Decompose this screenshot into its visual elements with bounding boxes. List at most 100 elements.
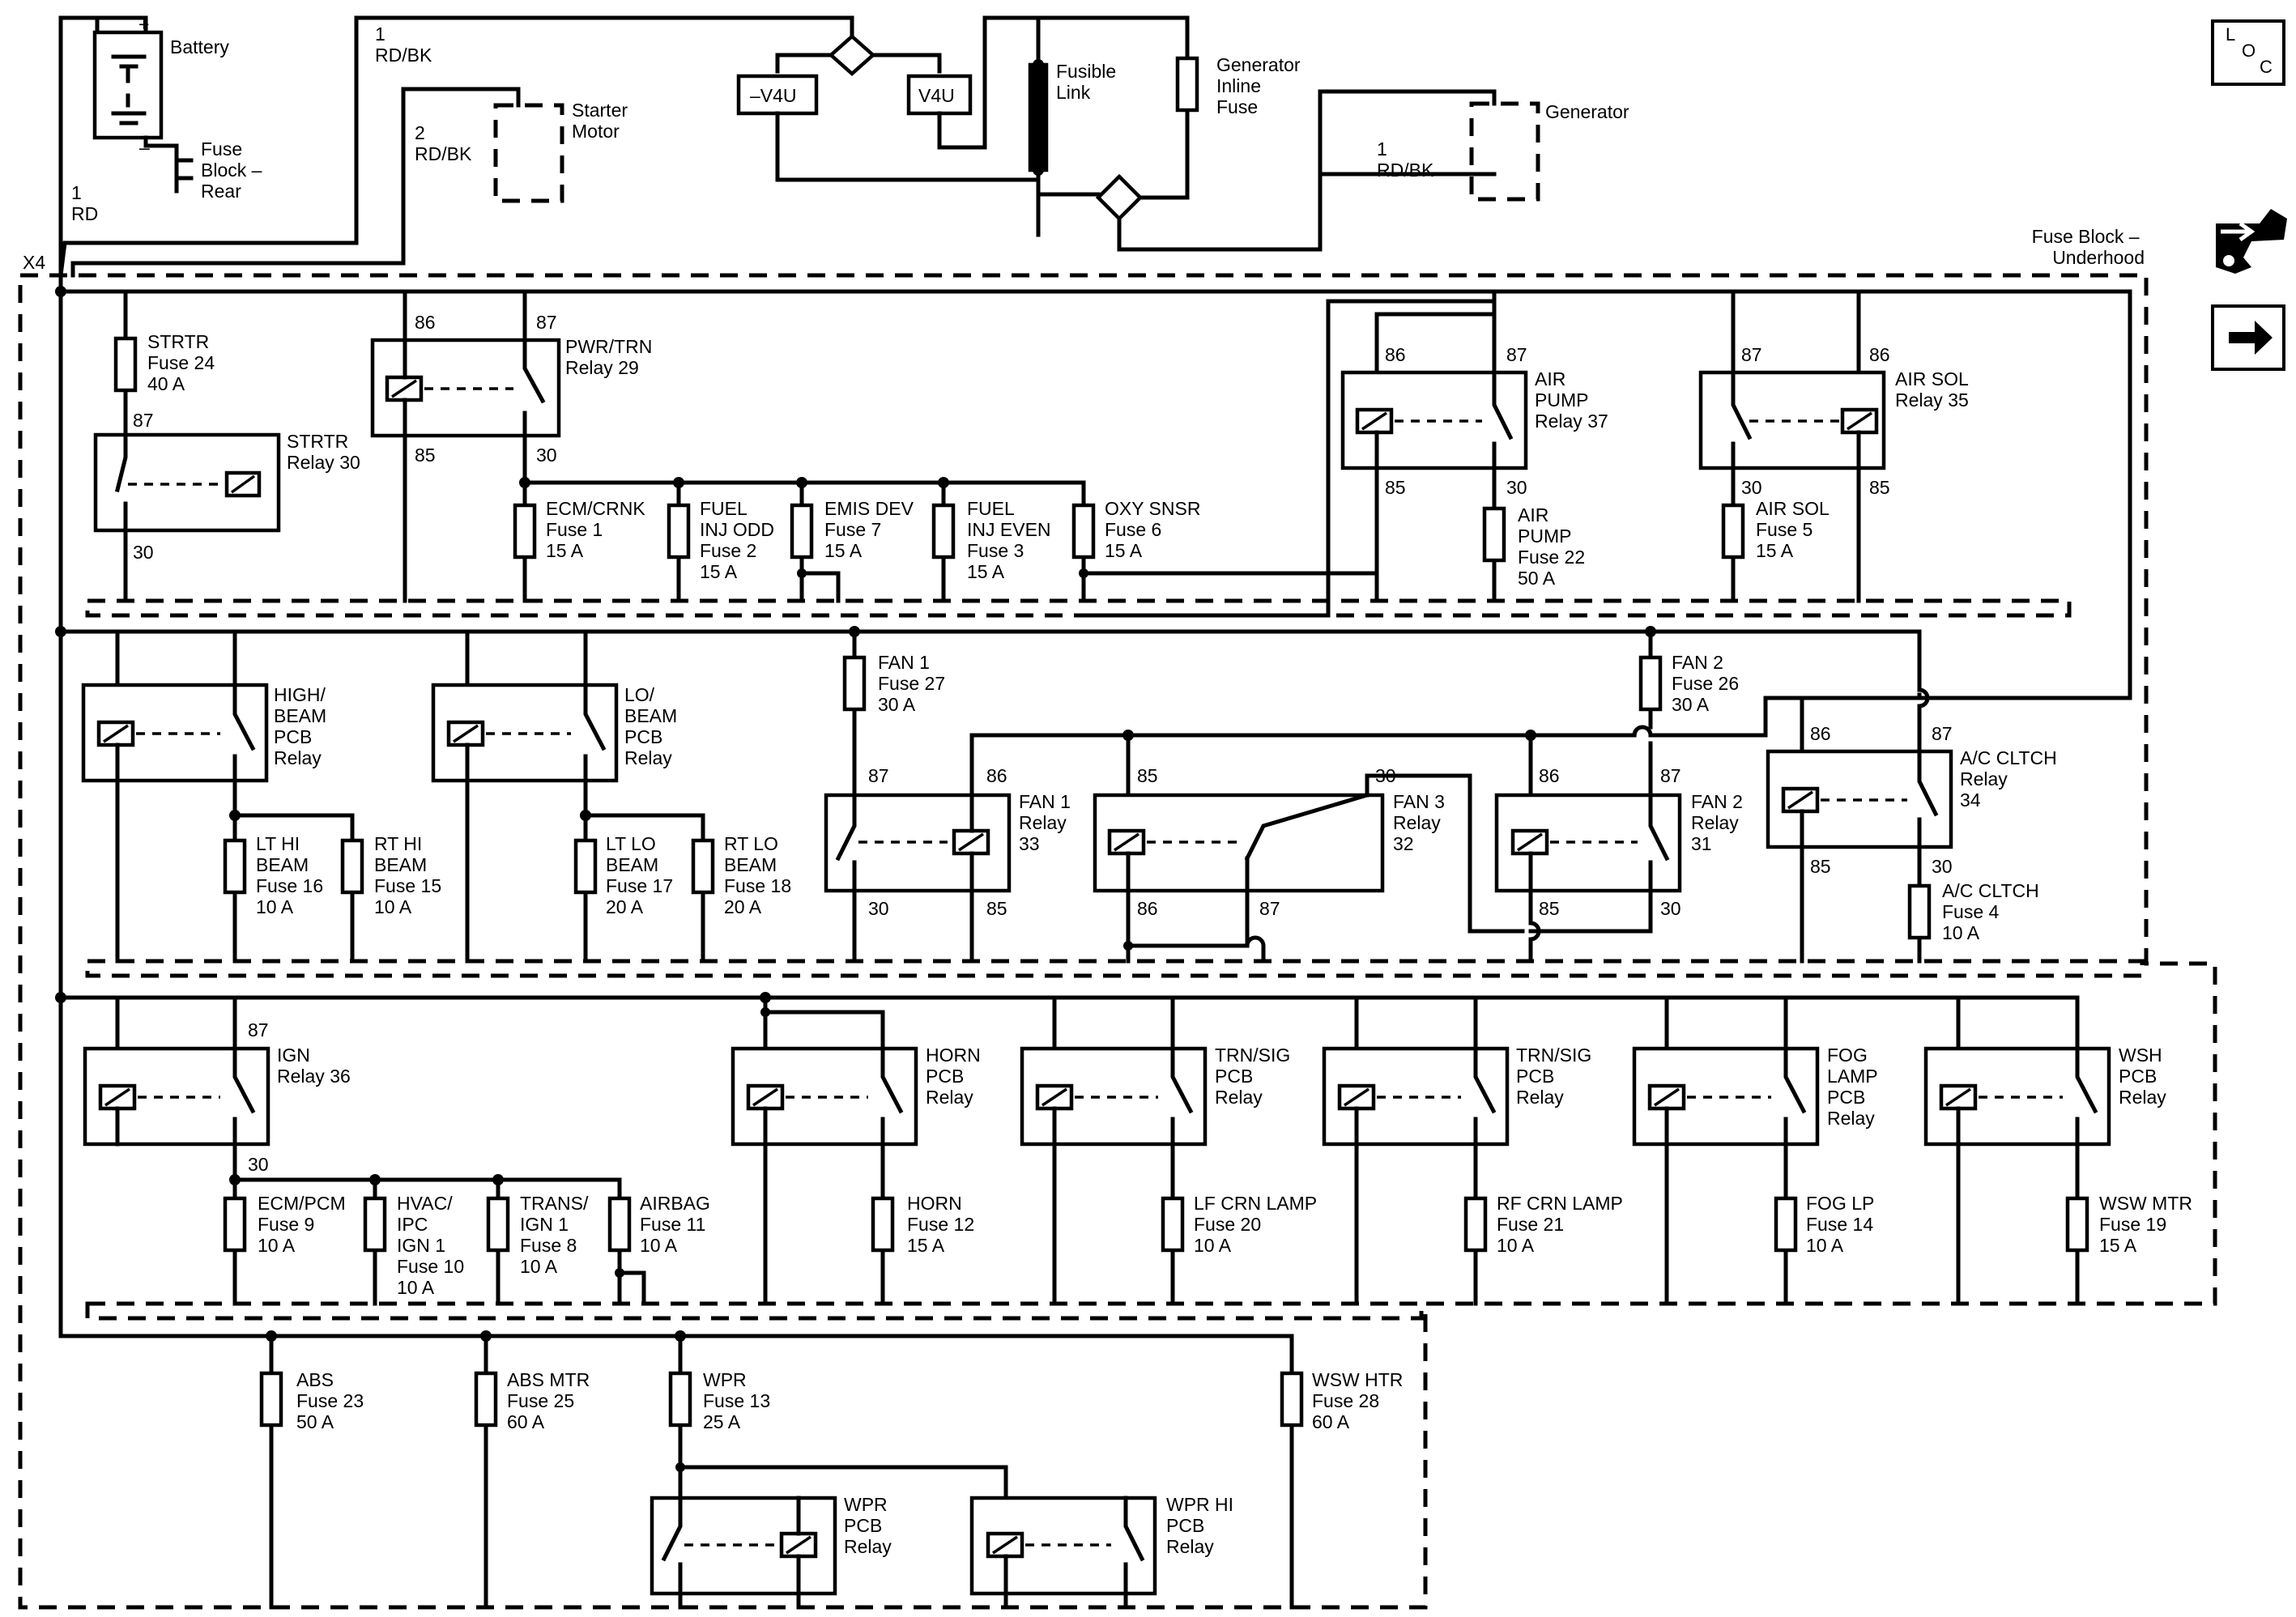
v4u-option: –V4U V4U <box>736 15 1190 182</box>
relay-wpr-hi-label: WPR HI PCB Relay <box>1166 1494 1238 1557</box>
relay-wsh-label: WSH PCB Relay <box>2119 1045 2167 1108</box>
relay-wpr: WPR PCB Relay <box>650 1462 1008 1610</box>
svg-text:30: 30 <box>1506 477 1527 498</box>
fuse-strtr: STRTR Fuse 24 40 A <box>113 289 220 437</box>
option-neg-v4u: –V4U <box>750 85 797 106</box>
service-icon <box>2216 209 2287 274</box>
arrow-right-icon[interactable] <box>2211 304 2285 371</box>
fusible-link: Fusible Link <box>1008 15 1497 252</box>
svg-text:87: 87 <box>868 765 889 786</box>
fusible-link-label: Fusible Link <box>1056 61 1122 103</box>
svg-text:87: 87 <box>1259 898 1280 919</box>
generator-inline-fuse-label: Generator Inline Fuse <box>1216 54 1306 117</box>
svg-text:L: L <box>2226 24 2235 45</box>
svg-text:87: 87 <box>536 312 557 333</box>
generator-label: Generator <box>1545 101 1629 122</box>
relay-air-sol: 87 86 30 85 AIR SOL Relay 35 <box>1698 289 1969 603</box>
svg-text:86: 86 <box>1385 344 1406 365</box>
fuse-block-underhood-label: Fuse Block – Underhood <box>2032 226 2145 268</box>
svg-text:30: 30 <box>1741 477 1762 498</box>
svg-text:86: 86 <box>1810 723 1831 744</box>
relay-horn-label: HORN PCB Relay <box>926 1045 986 1108</box>
relay-high-beam: HIGH/ BEAM PCB Relay <box>81 629 355 964</box>
relay-trn-sig-right: TRN/SIG PCB Relay <box>1322 995 1591 1306</box>
svg-text:87: 87 <box>248 1019 269 1040</box>
relay-fog-lamp-label: FOG LAMP PCB Relay <box>1827 1045 1883 1129</box>
relay-strtr-label: STRTR Relay 30 <box>287 431 360 473</box>
fuse-block-underhood: X4 Fuse Block – Underhood <box>18 226 2217 1610</box>
option-v4u: V4U <box>918 85 955 106</box>
fuse-block-rear-label: Fuse Block – Rear <box>201 138 267 202</box>
svg-text:30: 30 <box>1932 856 1953 877</box>
svg-text:O: O <box>2242 40 2256 61</box>
svg-text:86: 86 <box>1869 344 1890 365</box>
svg-text:30: 30 <box>133 542 154 563</box>
svg-text:87: 87 <box>1660 765 1681 786</box>
relay-pwr-trn-label: PWR/TRN Relay 29 <box>565 336 658 378</box>
relay-air-pump: 86 87 85 30 AIR PUMP Relay 37 <box>1340 312 1608 603</box>
svg-text:85: 85 <box>986 898 1007 919</box>
wire-2rdbk-label: 2 RD/BK <box>415 122 472 164</box>
svg-text:85: 85 <box>1539 898 1560 919</box>
starter-motor: Starter Motor <box>493 87 628 203</box>
generator: Generator 1 RD/BK <box>1318 89 1629 202</box>
relay-trn-sig-left-label: TRN/SIG PCB Relay <box>1215 1045 1296 1108</box>
battery-plus: + <box>138 14 149 35</box>
battery-section: + Battery – Fuse Block – Rear 1 RD <box>54 14 267 278</box>
svg-text:C: C <box>2260 57 2273 77</box>
relay-wsh: WSH PCB Relay <box>1923 995 2167 1306</box>
relay-horn: HORN PCB Relay <box>731 992 986 1306</box>
relay-wpr-label: WPR PCB Relay <box>844 1494 892 1557</box>
battery-symbol <box>92 30 164 140</box>
relay-fog-lamp: FOG LAMP PCB Relay <box>1632 995 1883 1306</box>
relay-ign-label: IGN Relay 36 <box>277 1045 351 1087</box>
svg-text:86: 86 <box>1137 898 1158 919</box>
fuse-strtr-label: STRTR Fuse 24 40 A <box>147 331 220 394</box>
wire-1rdbk-gen-label: 1 RD/BK <box>1377 138 1434 181</box>
generator-inline-fuse: Generator Inline Fuse <box>1175 54 1306 117</box>
loc-icon[interactable]: L O C <box>2211 19 2285 86</box>
svg-text:87: 87 <box>1741 344 1762 365</box>
main-supply-wires: 1 RD/BK 2 RD/BK <box>58 15 854 278</box>
connector-x4-label: X4 <box>23 252 45 273</box>
relay-wpr-hi: WPR HI PCB Relay <box>969 1494 1238 1610</box>
svg-text:30: 30 <box>1660 898 1681 919</box>
svg-text:30: 30 <box>868 898 889 919</box>
relay-fan3-label: FAN 3 Relay 32 <box>1393 791 1450 854</box>
relay-ac-cltch: 86 87 85 30 A/C CLTCH Relay 34 <box>1766 629 2057 964</box>
